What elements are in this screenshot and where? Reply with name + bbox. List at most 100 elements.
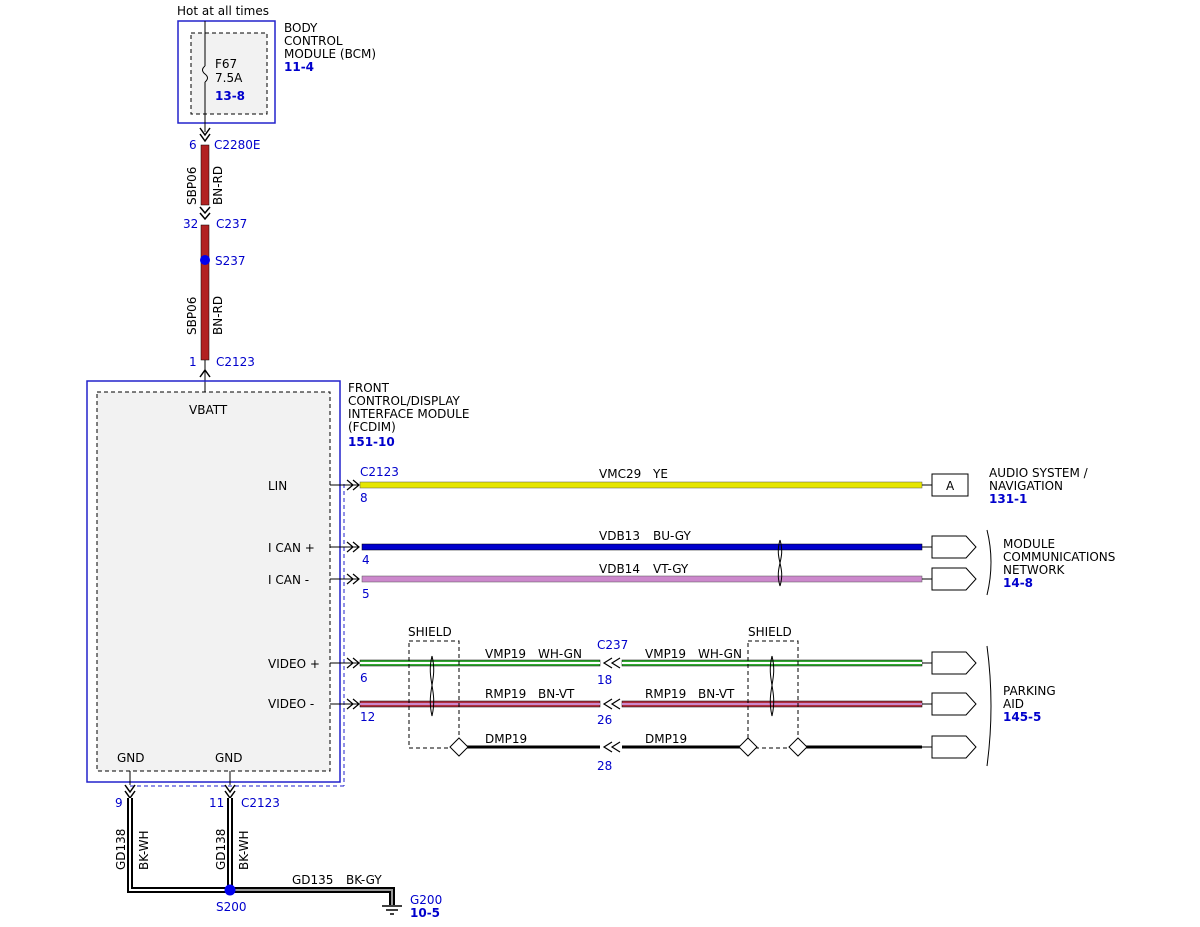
fcdim-pin-lin: LIN [268, 479, 287, 493]
fcdim-pin-ican-plus: I CAN + [268, 541, 315, 555]
c237-pin-video-plus: 18 [597, 673, 612, 687]
c237-pin-video-minus: 26 [597, 713, 612, 727]
c2280e-connector-icon [199, 127, 211, 143]
video-plus-connector-icon [346, 657, 360, 669]
wire-video-minus-left-color: BN-VT [538, 687, 575, 701]
c2123-right-name: C2123 [360, 465, 399, 479]
wire-lin-vmc29 [359, 481, 923, 489]
parking-video-minus-connector-icon [931, 692, 977, 716]
shield-left-label: SHIELD [408, 625, 452, 639]
wire-sbp06-bottom-color: BN-RD [211, 296, 225, 335]
lin-connector-icon [346, 479, 360, 491]
shield-left-twist-icon [429, 655, 435, 717]
wire-ican-minus-circuit: VDB14 [599, 562, 640, 576]
c2123-gnd-pin-1: 9 [115, 796, 123, 810]
audio-ref: 131-1 [989, 492, 1027, 506]
shield-left-box [408, 640, 460, 749]
ground-g200-ref: 10-5 [410, 906, 440, 920]
mcn-bracket [986, 529, 992, 596]
wire-gd138-left-color: BK-WH [137, 830, 151, 870]
fuse-rating: 7.5A [215, 71, 243, 85]
wire-video-minus-left-stripe [360, 703, 600, 705]
bcm-name-line-2: CONTROL [284, 34, 343, 48]
bcm-name-line-3: MODULE (BCM) [284, 47, 376, 61]
fcdim-ref: 151-10 [348, 435, 395, 449]
parking-ref: 145-5 [1003, 710, 1041, 724]
ican-minus-connector-icon [346, 573, 360, 585]
shield-right-label: SHIELD [748, 625, 792, 639]
fcdim-vbatt-label: VBATT [189, 403, 228, 417]
audio-connector-letter: A [946, 479, 955, 493]
wire-ican-plus-circuit: VDB13 [599, 529, 640, 543]
fuse-icon [202, 65, 208, 83]
bcm-box [177, 20, 276, 124]
wire-ican-minus-vdb14 [361, 575, 923, 583]
parking-video-plus-connector-icon [931, 651, 977, 675]
bcm-inner-box [190, 32, 268, 115]
ground-g200-name: G200 [410, 893, 442, 907]
twisted-pair-icon [777, 539, 783, 587]
fcdim-pin-ican-minus: I CAN - [268, 573, 309, 587]
shield-left-drain-icon [449, 737, 469, 757]
wire-video-minus-right-circuit: RMP19 [645, 687, 686, 701]
shield-right-drain-icon-left [738, 737, 758, 757]
c2123-top-name: C2123 [216, 355, 255, 369]
c237-pin-drain: 28 [597, 759, 612, 773]
audio-name-line-1: AUDIO SYSTEM / [989, 466, 1089, 480]
fcdim-name-line-3: INTERFACE MODULE [348, 407, 469, 421]
splice-s200-dot [224, 884, 236, 896]
c237-top-name: C237 [216, 217, 247, 231]
wire-ican-plus-color: BU-GY [653, 529, 691, 543]
c2123-gnd-pin-2: 11 [209, 796, 224, 810]
wire-lin-circuit: VMC29 [599, 467, 641, 481]
c237-mid-name: C237 [597, 638, 628, 652]
wire-gd135-color: BK-GY [346, 873, 382, 887]
wire-video-plus-left-circuit: VMP19 [485, 647, 526, 661]
shield-right-box [747, 640, 799, 749]
parking-name-line-2: AID [1003, 697, 1024, 711]
c237-video-plus-connector-icon [602, 657, 621, 669]
c2123-pin-lin: 8 [360, 491, 368, 505]
c237-top-connector-icon [199, 206, 211, 221]
c2280e-name: C2280E [214, 138, 261, 152]
wire-drain-left-circuit: DMP19 [485, 732, 527, 746]
wire-gd135-circuit: GD135 [292, 873, 333, 887]
ground-icon [382, 905, 402, 915]
wire-drain-right-circuit: DMP19 [645, 732, 687, 746]
fcdim-gnd-1: GND [117, 751, 145, 765]
wire-gd138-left-circuit: GD138 [114, 829, 128, 870]
audio-name-line-2: NAVIGATION [989, 479, 1063, 493]
wire-gd135-stripe [230, 889, 393, 905]
wire-gd138-right-color: BK-WH [237, 830, 251, 870]
parking-bracket [986, 645, 992, 767]
wire-ican-minus-color: VT-GY [653, 562, 689, 576]
shield-right-twist-icon [769, 655, 775, 717]
mcn-name-line-3: NETWORK [1003, 563, 1066, 577]
wire-video-plus-right-stripe [622, 662, 922, 664]
wire-video-minus-right-color: BN-VT [698, 687, 735, 701]
bcm-ref: 11-4 [284, 60, 314, 74]
shield-right-drain-icon-right [788, 737, 808, 757]
c237-top-pin: 32 [183, 217, 198, 231]
wire-video-plus-right-circuit: VMP19 [645, 647, 686, 661]
wire-video-minus-left-circuit: RMP19 [485, 687, 526, 701]
wire-ican-plus-vdb13 [361, 543, 923, 551]
c2123-top-pin: 1 [189, 355, 197, 369]
fuse-id: F67 [215, 57, 237, 71]
gnd1-connector-icon [124, 784, 136, 800]
parking-name-line-1: PARKING [1003, 684, 1056, 698]
mcn-ref: 14-8 [1003, 576, 1033, 590]
fcdim-inner-box [96, 391, 331, 772]
fuse-ref: 13-8 [215, 89, 245, 103]
splice-s237-label: S237 [215, 254, 246, 268]
c2123-pin-ican-minus: 5 [362, 587, 370, 601]
c2280e-pin: 6 [189, 138, 197, 152]
fcdim-pin-video-plus: VIDEO + [268, 657, 320, 671]
mcn-ican-plus-connector-icon [931, 535, 977, 559]
c2123-pin-video-minus: 12 [360, 710, 375, 724]
fcdim-name-line-2: CONTROL/DISPLAY [348, 394, 461, 408]
wire-video-plus-right-color: WH-GN [698, 647, 742, 661]
c2123-gnd-name: C2123 [241, 796, 280, 810]
wire-sbp06-top [200, 144, 210, 206]
